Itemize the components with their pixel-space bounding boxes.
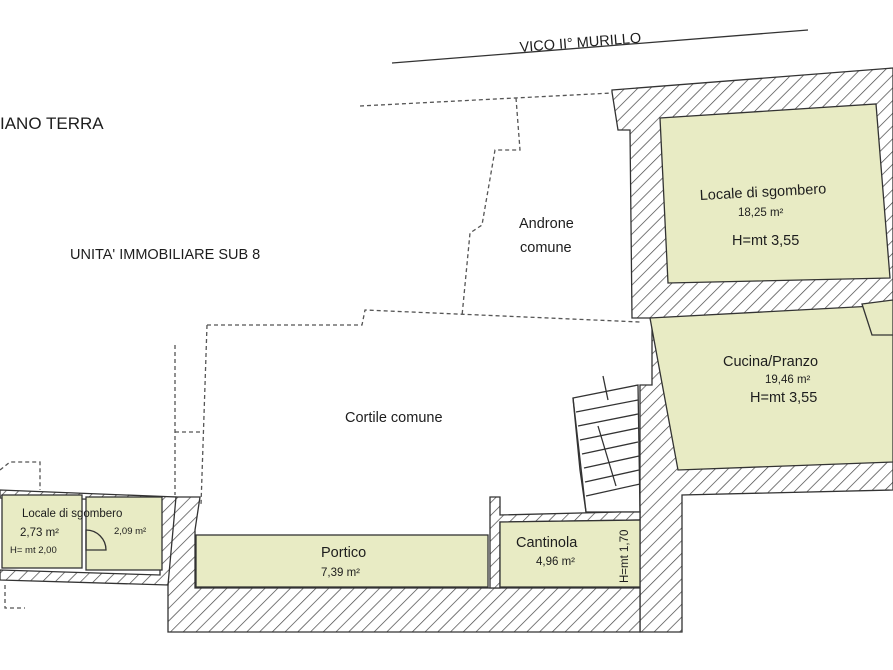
top-dashed-boundary <box>359 92 613 107</box>
sgombero-small-area-b: 2,09 m² <box>114 526 146 537</box>
sgombero-small-height: H= mt 2,00 <box>10 545 57 556</box>
cortile-boundary <box>207 309 641 326</box>
cortile-label: Cortile comune <box>345 410 443 426</box>
portico-area: 7,39 m² <box>321 567 360 579</box>
room-sgombero-small-a <box>1 494 83 569</box>
androne-label-2: comune <box>520 240 572 256</box>
door-arc <box>85 529 107 551</box>
sgombero-small-name: Locale di sgombero <box>22 508 122 520</box>
room-portico <box>195 534 489 588</box>
cucina-area: 19,46 m² <box>765 374 811 386</box>
sgombero-large-area: 18,25 m² <box>738 207 784 219</box>
cantinola-divider <box>489 496 641 589</box>
room-sgombero-small-b <box>85 496 163 571</box>
cantinola-height: H=mt 1,70 <box>619 530 631 583</box>
sgombero-small-area-a: 2,73 m² <box>20 527 59 539</box>
sgombero-large-name: Locale di sgombero <box>699 181 826 204</box>
cantinola-area: 4,96 m² <box>536 556 575 568</box>
portico-name: Portico <box>321 545 366 561</box>
cucina-name: Cucina/Pranzo <box>723 354 818 370</box>
cantinola-name: Cantinola <box>516 535 578 551</box>
androne-label-1: Androne <box>519 216 574 232</box>
androne-boundary <box>461 97 521 317</box>
staircase <box>572 375 641 513</box>
cucina-height: H=mt 3,55 <box>750 390 817 406</box>
street-name: VICO II° MURILLO <box>519 30 642 56</box>
unit-label: UNITA' IMMOBILIARE SUB 8 <box>70 247 260 263</box>
left-dashed-boundary <box>0 461 41 490</box>
room-sgombero-large <box>659 103 891 284</box>
floor-title: IANO TERRA <box>0 114 104 133</box>
street-line <box>391 29 809 64</box>
room-cantinola <box>499 519 641 588</box>
room-cucina <box>649 304 893 471</box>
cortile-left-boundary <box>200 324 208 506</box>
bottom-walls <box>167 496 641 633</box>
right-edge-niche <box>861 299 893 336</box>
left-dashed-boundary-bottom <box>4 585 25 609</box>
sgombero-large-height: H=mt 3,55 <box>732 233 799 249</box>
